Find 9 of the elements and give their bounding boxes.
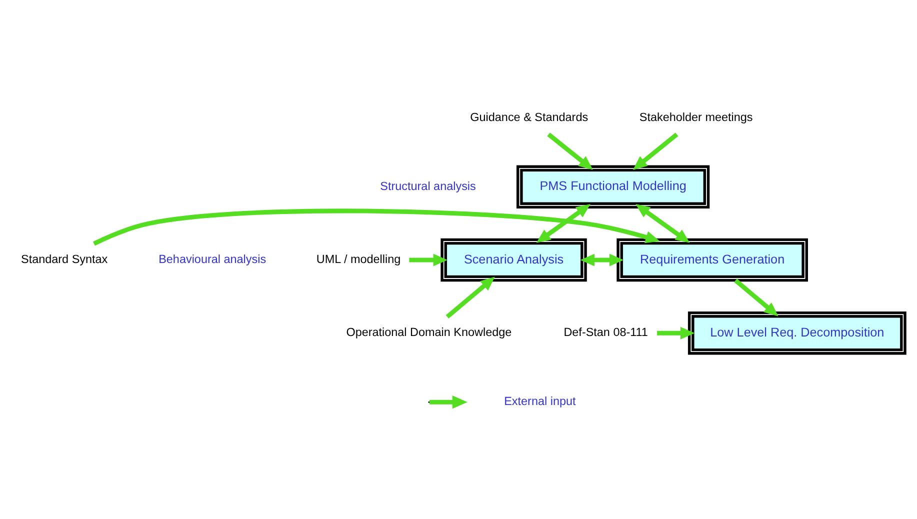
node-text: Def-Stan 08-111 xyxy=(564,326,648,339)
node-text: Stakeholder meetings xyxy=(639,110,753,124)
node-text: UML / modelling xyxy=(316,252,401,266)
node-text: Operational Domain Knowledge xyxy=(346,326,512,339)
label: Structural analysis xyxy=(380,179,476,192)
node-text: Guidance & Standards xyxy=(470,110,588,124)
node-text: Standard Syntax xyxy=(21,252,108,266)
label: Behavioural analysis xyxy=(158,252,266,266)
legend-label: External input xyxy=(504,394,576,408)
